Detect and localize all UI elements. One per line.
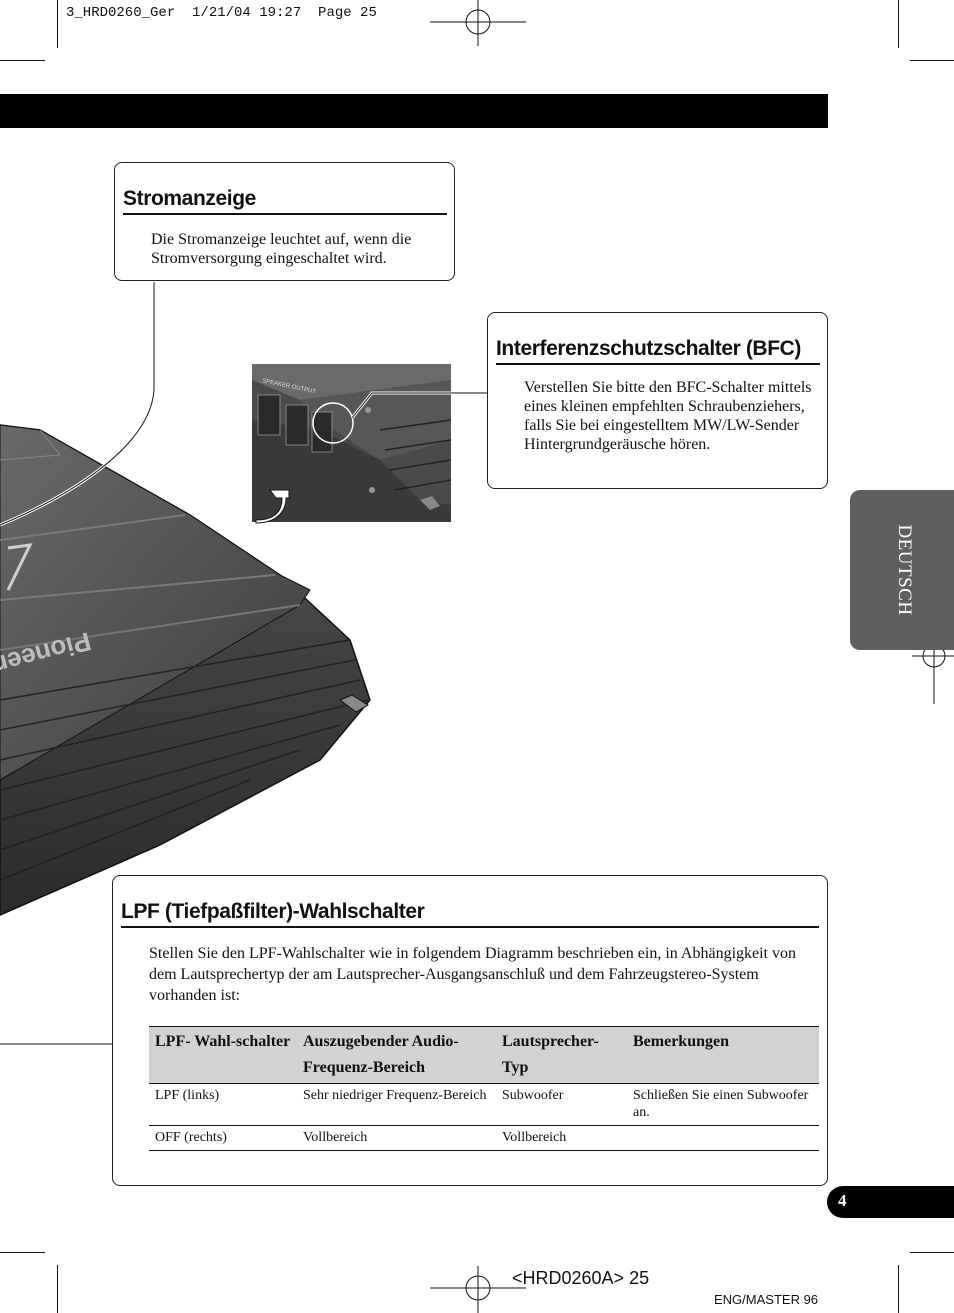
registration-mark-top [430, 0, 526, 46]
column-header: Lautsprecher-Typ [496, 1026, 627, 1084]
registration-mark-bottom [430, 1266, 526, 1313]
page-number-tab: 4 [827, 1186, 954, 1218]
table-row: OFF (rechts) Vollbereich Vollbereich [149, 1125, 819, 1151]
table-cell: Sehr niedriger Frequenz-Bereich [297, 1083, 496, 1126]
table-cell [627, 1125, 819, 1151]
power-callout-line [0, 282, 155, 526]
column-header: Bemerkungen [627, 1026, 819, 1084]
amplifier-body [0, 424, 371, 916]
table-header-row: LPF- Wahl-schalter Auszugebender Audio-F… [149, 1026, 819, 1084]
lpf-switch-title: LPF (Tiefpaßfilter)-Wahlschalter [121, 900, 819, 928]
bfc-switch-text: Verstellen Sie bitte den BFC-Schalter mi… [524, 379, 812, 453]
column-header: Auszugebender Audio-Frequenz-Bereich [297, 1026, 496, 1084]
bfc-switch-highlight [312, 402, 354, 444]
print-slug: 3_HRD0260_Ger 1/21/04 19:27 Page 25 [66, 5, 377, 21]
language-tab-label: DEUTSCH [894, 524, 915, 616]
table-cell: OFF (rechts) [149, 1125, 297, 1151]
table-cell: LPF (links) [149, 1083, 297, 1126]
bfc-callout-line [351, 392, 487, 419]
column-header: LPF- Wahl-schalter [149, 1026, 297, 1084]
footer-document-code: <HRD0260A> 25 [512, 1268, 650, 1288]
lpf-settings-table: LPF- Wahl-schalter Auszugebender Audio-F… [149, 1026, 819, 1151]
table-cell: Subwoofer [496, 1083, 627, 1126]
bfc-switch-title: Interferenzschutzschalter (BFC) [496, 337, 820, 365]
power-indicator-text: Die Stromanzeige leuchtet auf, wenn die … [151, 231, 412, 267]
table-row: LPF (links) Sehr niedriger Frequenz-Bere… [149, 1083, 819, 1126]
lpf-switch-text: Stellen Sie den LPF-Wahlschalter wie in … [149, 945, 796, 1004]
table-cell: Vollbereich [297, 1125, 496, 1151]
end-panel-detail [252, 364, 451, 522]
bfc-switch-section: Interferenzschutzschalter (BFC) Verstell… [487, 312, 828, 489]
header-bar [0, 94, 828, 128]
power-indicator-title: Stromanzeige [123, 187, 447, 215]
table-cell: Schließen Sie einen Subwoofer an. [627, 1083, 819, 1126]
lpf-switch-section: LPF (Tiefpaßfilter)-Wahlschalter Stellen… [112, 875, 828, 1186]
rotate-arrow-icon [255, 489, 290, 524]
footer-master-label: ENG/MASTER 96 [714, 1292, 819, 1307]
power-indicator-section: Stromanzeige Die Stromanzeige leuchtet a… [114, 162, 455, 281]
page-number: 4 [838, 1191, 847, 1210]
language-tab: DEUTSCH [850, 490, 954, 650]
table-cell: Vollbereich [496, 1125, 627, 1151]
